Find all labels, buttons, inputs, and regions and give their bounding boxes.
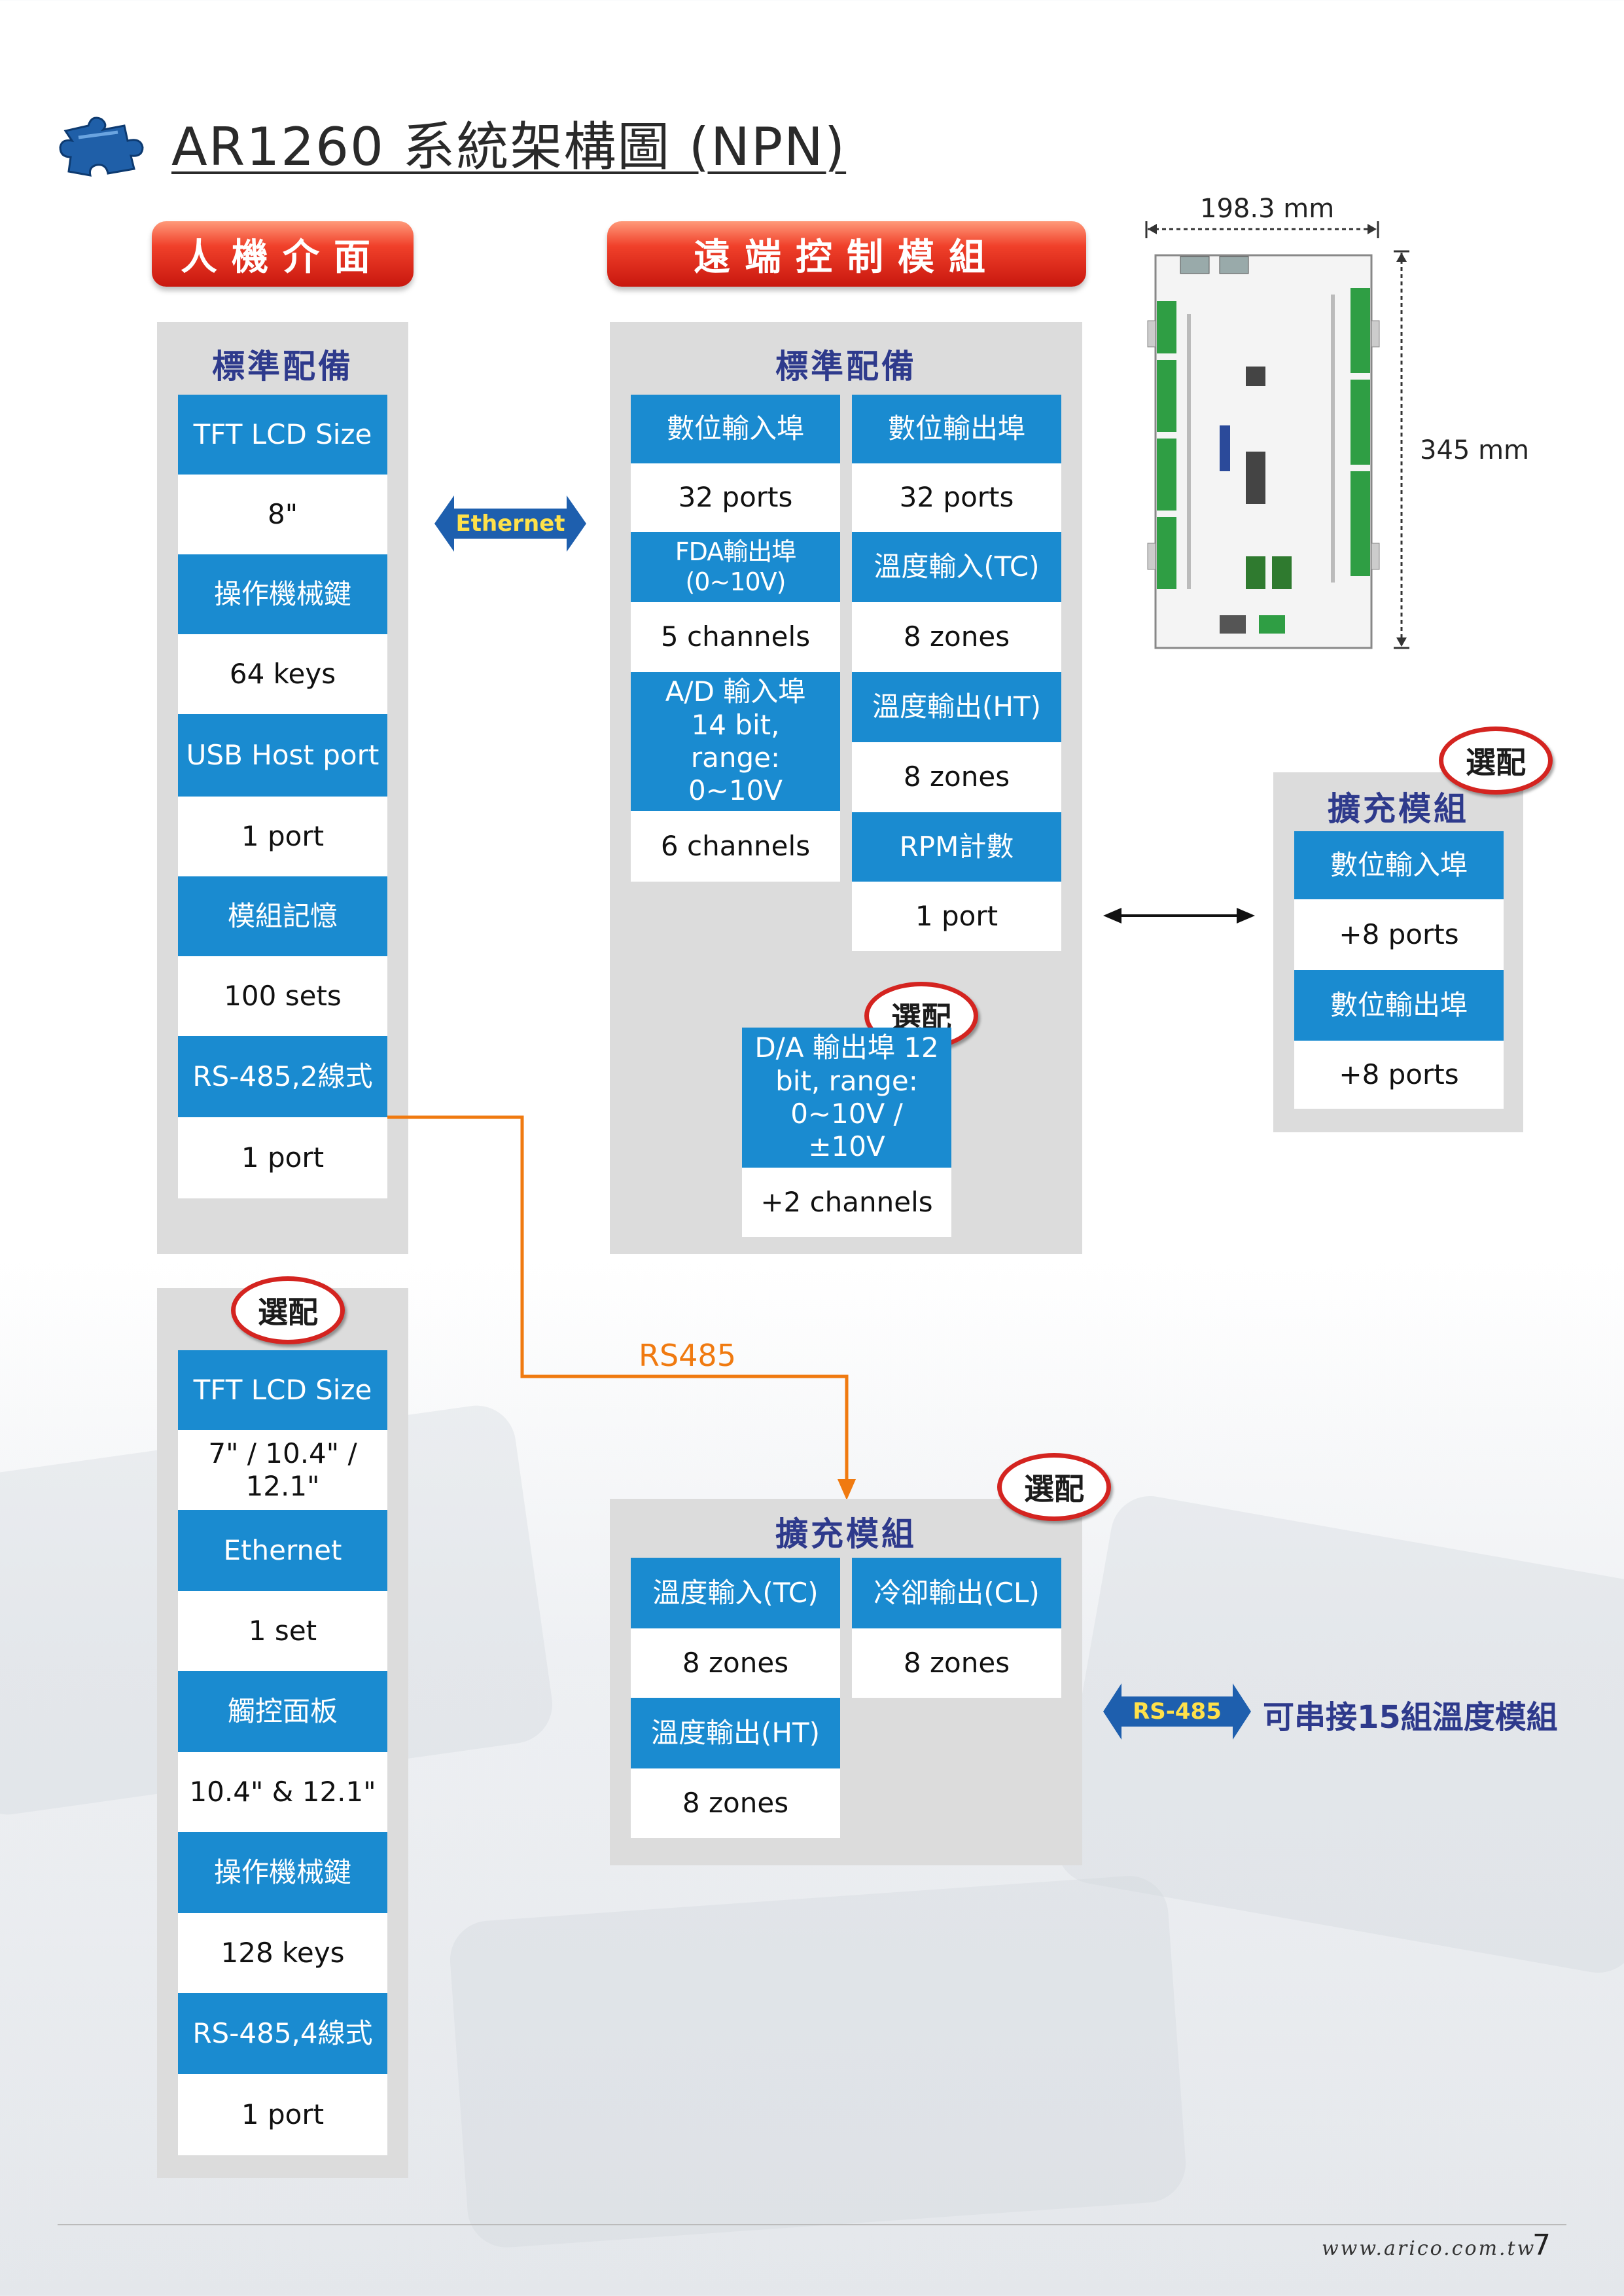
spec-label: 數位輸出埠 <box>1294 970 1504 1041</box>
spec-value: +2 channels <box>742 1168 951 1237</box>
spec-label: 溫度輸出(HT) <box>631 1698 840 1768</box>
footer-url: www.arico.com.tw <box>1322 2237 1536 2260</box>
spec-value: 8" <box>178 475 387 554</box>
spec-label: 冷卻輸出(CL) <box>852 1558 1061 1628</box>
spec-value: +8 ports <box>1294 1041 1504 1109</box>
rs485-connection-line <box>387 1115 856 1500</box>
spec-value: 32 ports <box>852 463 1061 532</box>
hmi-header: 人機介面 <box>152 221 414 287</box>
spec-value: 8 zones <box>852 1628 1061 1698</box>
spec-label: RS-485,2線式 <box>178 1036 387 1117</box>
panel-title: 擴充模組 <box>1328 790 1469 828</box>
spec-value: 8 zones <box>631 1768 840 1838</box>
panel-title: 標準配備 <box>775 348 917 386</box>
spec-label: FDA輸出埠(0~10V) <box>631 532 840 602</box>
spec-value: 128 keys <box>178 1913 387 1993</box>
spec-value: 32 ports <box>631 463 840 532</box>
spec-value: 8 zones <box>631 1628 840 1698</box>
rs485-line-label: RS485 <box>639 1338 736 1373</box>
spec-label: 溫度輸入(TC) <box>852 532 1061 602</box>
optional-badge: 選配 <box>997 1453 1111 1521</box>
remote-module-header: 遠端控制模組 <box>607 221 1086 287</box>
panel-title: 標準配備 <box>212 348 353 386</box>
board-height-label: 345 mm <box>1420 435 1529 465</box>
rs485-double-arrow <box>1103 1683 1251 1740</box>
page-title: AR1260 系統架構圖 (NPN) <box>171 117 847 177</box>
optional-badge: 選配 <box>1439 726 1553 795</box>
footer-divider <box>58 2224 1566 2225</box>
spec-label: 操作機械鍵 <box>178 554 387 634</box>
spec-label: Ethernet <box>178 1510 387 1591</box>
spec-label: 溫度輸入(TC) <box>631 1558 840 1628</box>
spec-value: 6 channels <box>631 811 840 882</box>
spec-value: 1 port <box>178 797 387 876</box>
spec-value: 1 port <box>852 882 1061 951</box>
optional-badge: 選配 <box>231 1276 345 1344</box>
spec-value: 1 set <box>178 1591 387 1671</box>
spec-label: D/A 輸出埠 12 bit, range: 0~10V / ±10V <box>742 1028 951 1168</box>
spec-label: RS-485,4線式 <box>178 1993 387 2074</box>
spec-label: RPM計數 <box>852 812 1061 882</box>
spec-value: 1 port <box>178 1117 387 1198</box>
spec-value: 10.4" & 12.1" <box>178 1752 387 1832</box>
background-shape <box>447 1873 1189 2250</box>
spec-label: 溫度輸出(HT) <box>852 672 1061 742</box>
spec-label: 操作機械鍵 <box>178 1832 387 1913</box>
connection-double-arrow <box>1103 908 1255 924</box>
page-number: 7 <box>1532 2229 1551 2262</box>
spec-label: TFT LCD Size <box>178 395 387 475</box>
spec-value: 1 port <box>178 2074 387 2155</box>
spec-value: 64 keys <box>178 634 387 714</box>
rs485-note: 可串接15組溫度模組 <box>1263 1699 1558 1736</box>
spec-value: 5 channels <box>631 602 840 672</box>
panel-title: 擴充模組 <box>775 1515 917 1553</box>
spec-value: 8 zones <box>852 742 1061 812</box>
spec-label: 數位輸入埠 <box>631 395 840 463</box>
spec-value: +8 ports <box>1294 899 1504 970</box>
spec-label: TFT LCD Size <box>178 1350 387 1430</box>
spec-value: 100 sets <box>178 956 387 1036</box>
spec-label: 數位輸入埠 <box>1294 831 1504 899</box>
controller-board-image <box>1145 221 1409 649</box>
puzzle-icon <box>59 117 144 177</box>
spec-label: 觸控面板 <box>178 1671 387 1752</box>
rs485-arrow-label: RS-485 <box>1133 1698 1222 1725</box>
spec-value: 8 zones <box>852 602 1061 672</box>
spec-value: 7" / 10.4" / 12.1" <box>178 1430 387 1510</box>
spec-label: 模組記憶 <box>178 876 387 956</box>
spec-label: 數位輸出埠 <box>852 395 1061 463</box>
spec-label: USB Host port <box>178 714 387 797</box>
board-width-label: 198.3 mm <box>1200 194 1335 224</box>
ethernet-arrow-label: Ethernet <box>455 511 565 537</box>
spec-label: A/D 輸入埠 14 bit, range: 0~10V <box>631 672 840 811</box>
ethernet-double-arrow <box>434 495 586 552</box>
